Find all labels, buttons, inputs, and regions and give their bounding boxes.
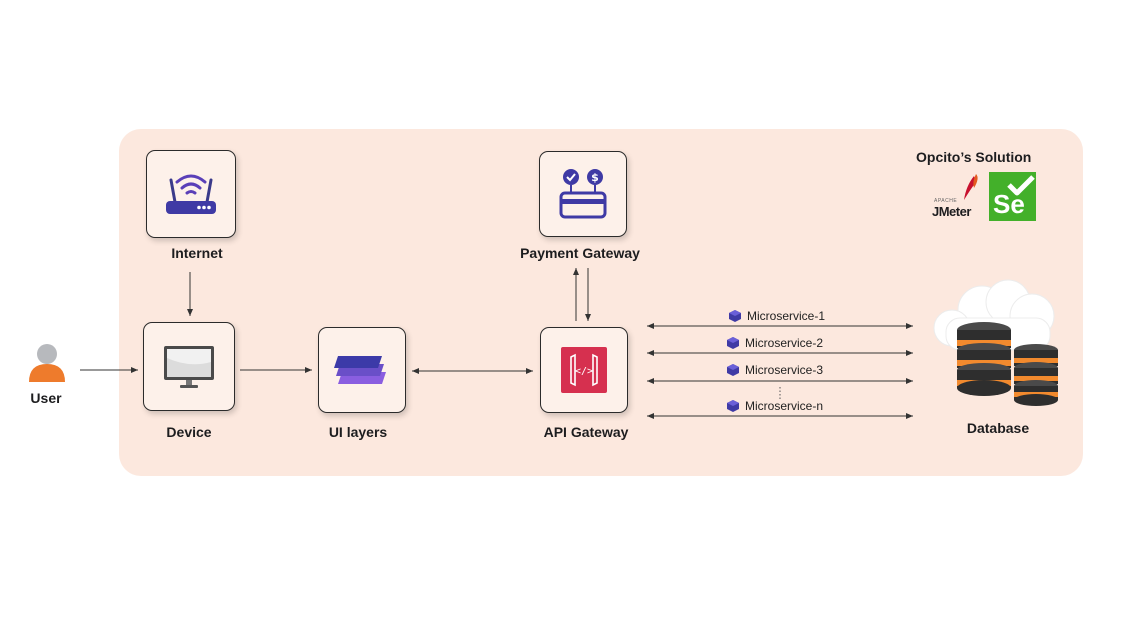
user-icon bbox=[27, 342, 67, 384]
cube-icon bbox=[727, 337, 739, 349]
jmeter-text: JMeter bbox=[932, 204, 971, 219]
monitor-icon bbox=[164, 345, 214, 388]
router-icon bbox=[166, 174, 216, 214]
microservice-label: Microservice-3 bbox=[745, 363, 824, 377]
api-gateway-icon: </> bbox=[561, 347, 607, 393]
solution-title: Opcito’s Solution bbox=[916, 149, 1032, 165]
device-node[interactable] bbox=[143, 322, 235, 411]
microservice-label: Microservice-2 bbox=[745, 336, 824, 350]
cube-icon bbox=[727, 364, 739, 376]
microservice-n: Microservice-n bbox=[726, 399, 823, 413]
checkmark-icon bbox=[1007, 175, 1035, 196]
device-label: Device bbox=[166, 424, 212, 440]
ui-layers-label: UI layers bbox=[328, 424, 388, 440]
microservice-2: Microservice-2 bbox=[726, 336, 823, 350]
layers-icon bbox=[334, 356, 386, 384]
server-stack-small bbox=[1014, 344, 1058, 406]
api-gateway-label: API Gateway bbox=[543, 424, 629, 440]
internet-label: Internet bbox=[171, 245, 223, 261]
microservice-label: Microservice-1 bbox=[747, 309, 826, 323]
database-label: Database bbox=[966, 420, 1030, 436]
selenium-logo: Se bbox=[989, 172, 1036, 221]
jmeter-logo: APACHE JMeter bbox=[930, 172, 984, 220]
svg-text:</>: </> bbox=[575, 366, 593, 377]
payment-gateway-node[interactable]: $ bbox=[539, 151, 627, 237]
microservice-3: Microservice-3 bbox=[726, 363, 823, 377]
microservice-1: Microservice-1 bbox=[728, 309, 825, 323]
server-stack-large bbox=[957, 322, 1011, 396]
ui-layers-node[interactable] bbox=[318, 327, 406, 413]
svg-text:$: $ bbox=[591, 171, 599, 184]
api-gateway-node[interactable]: </> bbox=[540, 327, 628, 413]
cube-icon bbox=[727, 400, 739, 412]
cube-icon bbox=[729, 310, 741, 322]
user-label: User bbox=[30, 390, 62, 406]
microservice-label: Microservice-n bbox=[745, 399, 824, 413]
jmeter-sub-text: APACHE bbox=[934, 198, 958, 204]
payment-gateway-label: Payment Gateway bbox=[520, 245, 640, 261]
database-icon[interactable] bbox=[924, 278, 1064, 410]
payment-card-icon: $ bbox=[559, 169, 607, 219]
internet-node[interactable] bbox=[146, 150, 236, 238]
